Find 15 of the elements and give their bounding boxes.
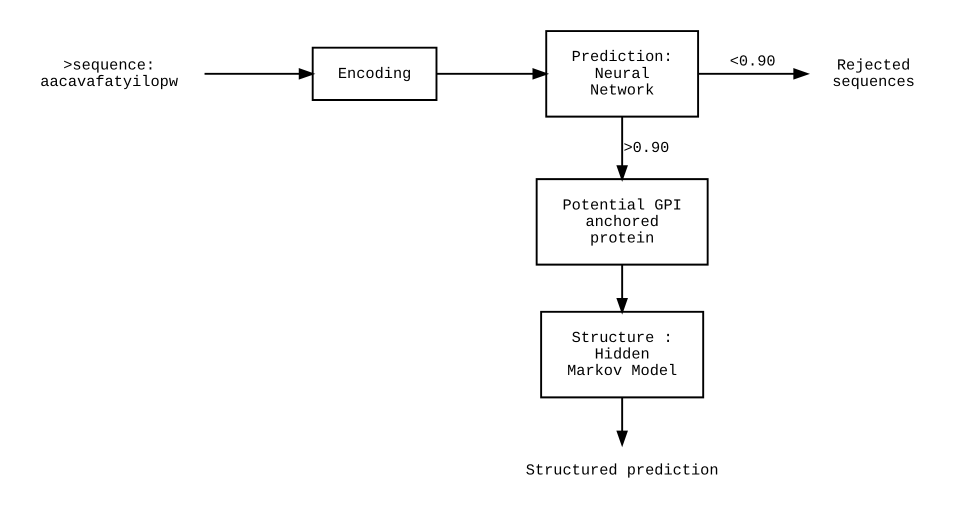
node-text: Structured prediction	[526, 461, 719, 480]
edge-label: >0.90	[623, 138, 670, 156]
arrow	[698, 68, 810, 80]
node-box: Prediction: Neural Network	[545, 30, 700, 118]
arrow	[204, 68, 316, 80]
node-box: Potential GPI anchored protein	[536, 178, 709, 266]
arrow	[616, 397, 628, 447]
node-text: >sequence: aacavafatyilopw	[40, 56, 178, 91]
node-box: Structure : Hidden Markov Model	[540, 310, 704, 398]
arrow	[616, 264, 628, 314]
arrow	[436, 68, 550, 80]
node-box: Encoding	[312, 46, 438, 100]
node-text: Rejected sequences	[832, 56, 915, 91]
arrow	[616, 116, 628, 182]
edge-label: <0.90	[730, 52, 776, 70]
